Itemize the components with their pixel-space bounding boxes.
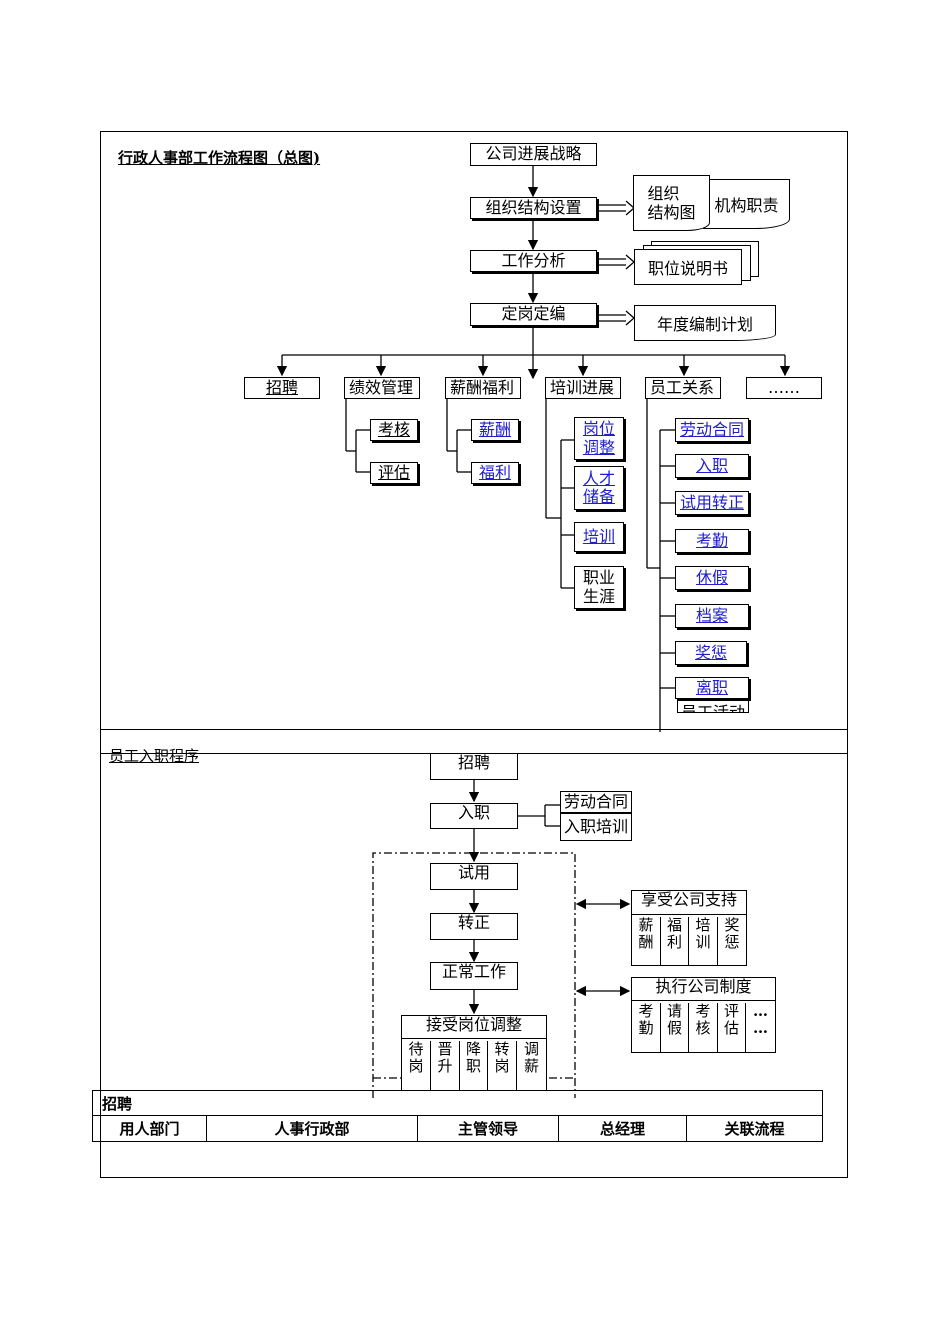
flow-step-probation: 试用: [430, 863, 518, 890]
policy-item-more: … …: [753, 1002, 768, 1037]
adjust-item-salary: 调 薪: [523, 1040, 539, 1075]
flow-step-normal-work: 正常工作: [430, 962, 518, 990]
support-group: 享受公司支持: [631, 890, 747, 966]
branch-recruitment: 招聘: [244, 377, 320, 399]
train-item-position-adjust[interactable]: 岗位 调整: [574, 417, 624, 460]
branch-compensation: 薪酬福利: [445, 377, 521, 399]
branch-more: ……: [746, 377, 822, 399]
perf-item-evaluation[interactable]: 评估: [370, 462, 418, 484]
rel-item-labor-contract-link[interactable]: 劳动合同: [679, 419, 744, 439]
perf-item-evaluation-label[interactable]: 评估: [377, 462, 410, 482]
policy-items: 考 勤 请 假 考 核 评 估 … …: [632, 1000, 775, 1053]
perf-item-assessment-label[interactable]: 考核: [377, 419, 410, 439]
table-header-supervisor: 主管领导: [417, 1115, 559, 1142]
rel-item-rewards[interactable]: 奖惩: [675, 641, 747, 665]
train-item-training[interactable]: 培训: [574, 522, 624, 552]
support-title: 享受公司支持: [640, 890, 737, 909]
policy-item-assessment: 考 核: [689, 1003, 718, 1053]
rel-item-leave-link[interactable]: 休假: [695, 567, 728, 587]
policy-title: 执行公司制度: [655, 977, 752, 996]
rel-item-rewards-link[interactable]: 奖惩: [694, 642, 727, 662]
rel-item-onboarding-link[interactable]: 入职: [695, 455, 728, 475]
rel-item-leave[interactable]: 休假: [675, 566, 749, 590]
train-item-position-adjust-link[interactable]: 岗位 调整: [582, 419, 615, 457]
table-header-gm: 总经理: [558, 1115, 687, 1142]
adjust-item-transfer: 转 岗: [488, 1041, 517, 1091]
chain-box-org-structure: 组织结构设置: [470, 197, 597, 219]
support-item-salary: 薪 酬: [632, 917, 661, 966]
onboard-side-training: 入职培训: [560, 813, 632, 841]
policy-item-evaluation: 评 估: [718, 1003, 746, 1053]
support-item-benefits: 福 利: [661, 917, 689, 966]
rel-item-attendance[interactable]: 考勤: [675, 529, 749, 553]
rel-item-probation-link[interactable]: 试用转正: [679, 492, 744, 512]
branch-performance: 绩效管理: [344, 377, 420, 399]
policy-item-leave: 请 假: [661, 1003, 689, 1053]
chain-box-staffing: 定岗定编: [470, 303, 597, 326]
rel-item-resignation[interactable]: 离职: [675, 677, 749, 699]
comp-item-benefits-link[interactable]: 福利: [478, 462, 511, 482]
comp-item-benefits[interactable]: 福利: [471, 462, 519, 484]
rel-item-resignation-link[interactable]: 离职: [695, 677, 728, 697]
rel-item-activities-label: 员工活动: [680, 702, 745, 713]
doc-annual-plan: 年度编制计划: [634, 305, 776, 341]
adjust-items: 待 岗 晋 升 降 职 转 岗 调 薪: [402, 1038, 546, 1091]
support-items: 薪 酬 福 利 培 训 奖 惩: [632, 914, 746, 966]
adjust-group: 接受岗位调整: [401, 1015, 547, 1091]
adjust-item-standby: 待 岗: [402, 1041, 431, 1091]
flow-step-regular: 转正: [430, 913, 518, 940]
section2-title: 员工入职程序: [109, 747, 200, 765]
rel-item-labor-contract[interactable]: 劳动合同: [675, 418, 749, 442]
train-item-career-label: 职业 生涯: [582, 568, 615, 606]
support-item-rewards: 奖 惩: [724, 916, 740, 951]
doc-duties: 机构职责: [703, 179, 790, 229]
onboard-side-contract: 劳动合同: [560, 791, 632, 813]
branch-relations: 员工关系: [645, 377, 721, 399]
rel-item-onboarding[interactable]: 入职: [675, 454, 749, 478]
comp-item-salary-link[interactable]: 薪酬: [478, 419, 511, 439]
train-item-career: 职业 生涯: [574, 566, 624, 609]
rel-item-archive-link[interactable]: 档案: [695, 605, 728, 625]
section1-title: 行政人事部工作流程图（总图): [118, 149, 321, 167]
recruit-table-title-row: 招聘: [92, 1090, 823, 1116]
train-item-talent-reserve[interactable]: 人才 储备: [574, 466, 624, 510]
rel-item-archive[interactable]: 档案: [675, 604, 749, 628]
chain-box-job-analysis: 工作分析: [470, 250, 597, 272]
rel-item-probation[interactable]: 试用转正: [675, 491, 749, 515]
table-header-related: 关联流程: [686, 1115, 823, 1142]
branch-training: 培训进展: [545, 377, 621, 399]
train-item-training-link[interactable]: 培训: [582, 526, 615, 546]
train-item-talent-reserve-link[interactable]: 人才 储备: [582, 468, 615, 506]
rel-item-attendance-link[interactable]: 考勤: [695, 530, 728, 550]
doc-job-desc: 职位说明书: [634, 249, 742, 285]
support-item-training: 培 训: [689, 917, 718, 966]
table-header-hr: 人事行政部: [206, 1115, 418, 1142]
flow-step-onboard: 入职: [430, 803, 518, 829]
adjust-item-promotion: 晋 升: [431, 1041, 460, 1091]
recruit-table-title: 招聘: [102, 1094, 133, 1113]
adjust-item-demotion: 降 职: [460, 1041, 488, 1091]
doc-org-chart: 组织 结构图: [633, 175, 710, 231]
flow-step-recruit: 招聘: [430, 753, 518, 780]
perf-item-assessment[interactable]: 考核: [370, 419, 418, 441]
branch-recruitment-label: 招聘: [265, 377, 298, 397]
recruit-table: 招聘 用人部门 人事行政部 主管领导 总经理 关联流程: [92, 1090, 823, 1142]
policy-item-attendance: 考 勤: [632, 1003, 661, 1053]
table-header-dept: 用人部门: [92, 1115, 207, 1142]
section2-frame: [100, 729, 848, 1178]
chain-box-strategy: 公司进展战略: [470, 143, 597, 166]
policy-group: 执行公司制度: [631, 977, 776, 1053]
comp-item-salary[interactable]: 薪酬: [471, 419, 519, 441]
adjust-title: 接受岗位调整: [425, 1015, 522, 1034]
